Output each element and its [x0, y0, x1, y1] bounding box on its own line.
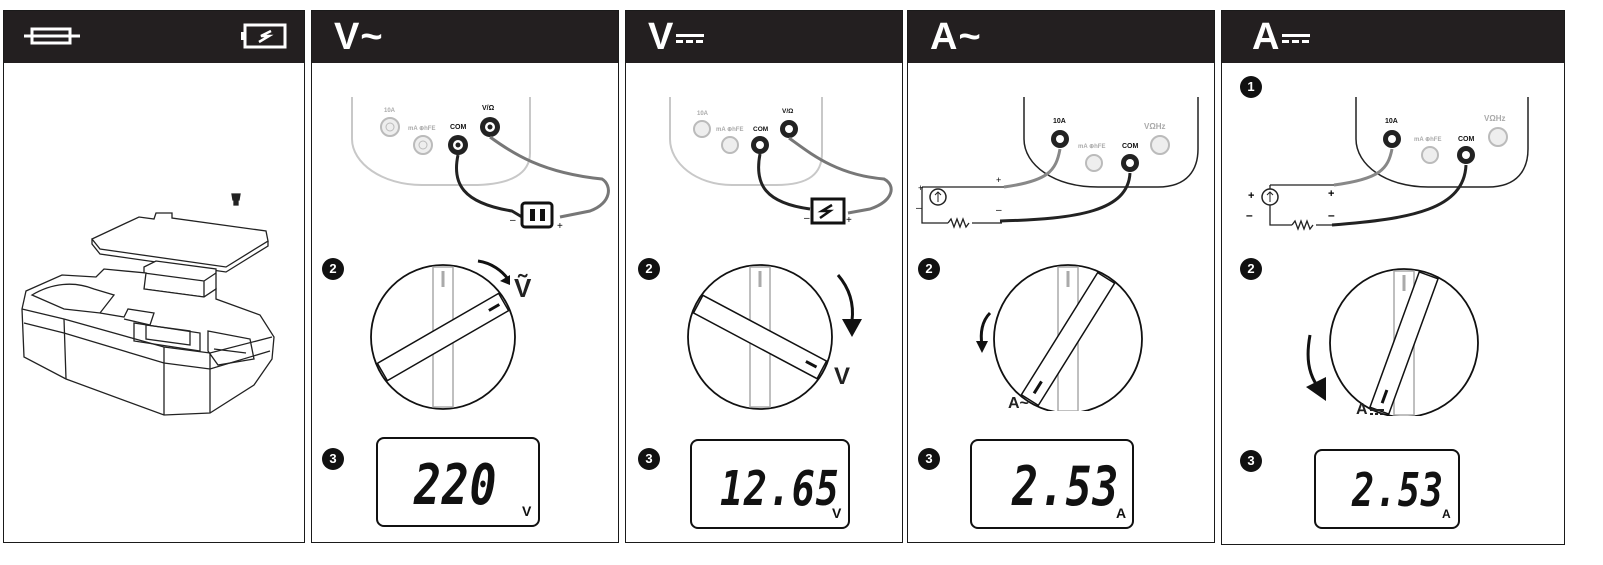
jack-volt-ohm-hz-label: VΩHz [1484, 114, 1506, 123]
dial-position-label: A~ [1008, 395, 1029, 412]
dial-position-label: A [1356, 401, 1368, 418]
probe-connection-illustration: 10A mA ⊕hFE COM V/Ω – + [351, 97, 610, 232]
lcd-display: 2.53 A [970, 439, 1134, 529]
jack-volt-ohm-label: V/Ω [782, 108, 793, 115]
svg-text:+: + [557, 221, 563, 232]
rotary-dial[interactable] [312, 241, 617, 411]
display-unit: A [1442, 507, 1451, 521]
step-2-badge: 2 [638, 258, 660, 280]
step-3-badge: 3 [322, 448, 344, 470]
display-value: 2.53 [1352, 463, 1444, 517]
circuit-connection-illustration: 10A mA ⊕hFE COM VΩHz + – + – [916, 97, 1199, 229]
battery-compartment-illustration [21, 193, 275, 416]
probe-connection-illustration: 10A mA ⊕hFE COM V/Ω – + [669, 97, 893, 226]
step-3-badge: 3 [1240, 450, 1262, 472]
svg-text:+: + [1248, 190, 1254, 202]
panel-ac-voltage: V~ 10A mA ⊕hFE COM V/Ω – + 2 Ṽ 3 220 V [311, 10, 619, 543]
step-2-badge: 2 [918, 258, 940, 280]
svg-text:+: + [1328, 188, 1334, 200]
circuit-connection-illustration: 10A mA ⊕hFE COM VΩHz + – + – [1246, 97, 1529, 231]
panel-header: A~ [908, 11, 1214, 63]
mode-label: V~ [334, 16, 384, 58]
step-2-badge: 2 [1240, 258, 1262, 280]
lcd-display: 2.53 A [1314, 449, 1460, 529]
panel-dc-voltage: V 10A mA ⊕hFE COM V/Ω – + 2 V 3 12.65 V [625, 10, 903, 543]
jack-volt-ohm-hz-label: VΩHz [1144, 122, 1166, 131]
rotary-dial[interactable] [626, 241, 901, 411]
jack-ma-label: mA ⊕hFE [716, 127, 743, 133]
jack-ma-label: mA ⊕hFE [1078, 144, 1105, 150]
step-2-badge: 2 [322, 258, 344, 280]
jack-ma-label: mA ⊕hFE [1414, 137, 1441, 143]
step-3-badge: 3 [638, 448, 660, 470]
mode-label: V [648, 16, 675, 58]
jack-10a-label: 10A [1385, 118, 1398, 125]
svg-text:–: – [996, 205, 1002, 216]
jack-volt-ohm-label: V/Ω [482, 105, 495, 112]
dc-symbol-icon [1370, 409, 1384, 415]
panel-ac-current: A~ 10A mA ⊕hFE COM VΩHz + – + – 2 A~ 3 2.5… [907, 10, 1215, 543]
jack-ma-label: mA ⊕hFE [408, 126, 435, 132]
jack-10a-label: 10A [384, 108, 396, 114]
panel-header: V [626, 11, 902, 63]
display-unit: A [1116, 505, 1127, 521]
display-unit: V [522, 503, 532, 519]
panel-dc-current: A 1 10A mA ⊕hFE COM VΩHz + – + – 2 A [1221, 10, 1565, 545]
panel-header [4, 11, 304, 63]
panel-header: A [1222, 11, 1564, 63]
dial-position-label: V [834, 363, 851, 390]
display-value: 220 [414, 453, 498, 518]
svg-text:–: – [804, 213, 810, 224]
svg-text:–: – [510, 215, 516, 226]
svg-text:+: + [918, 183, 923, 193]
fuse-icon [24, 27, 80, 45]
rotary-dial[interactable] [908, 241, 1213, 411]
svg-text:–: – [1246, 208, 1253, 222]
step-3-badge: 3 [918, 448, 940, 470]
svg-text:+: + [996, 175, 1001, 185]
jack-com-label: COM [1458, 136, 1475, 143]
svg-text:–: – [1328, 208, 1335, 222]
svg-text:+: + [846, 215, 852, 226]
jack-com-label: COM [753, 126, 768, 133]
svg-text:–: – [916, 203, 922, 214]
jack-10a-label: 10A [1053, 118, 1066, 125]
display-unit: V [832, 505, 842, 521]
lcd-display: 12.65 V [690, 439, 850, 529]
dc-symbol-icon [1282, 34, 1310, 43]
panel-header: V~ [312, 11, 618, 63]
lcd-display: 220 V [376, 437, 540, 527]
display-value: 2.53 [1012, 455, 1120, 518]
step-1-badge: 1 [1240, 76, 1262, 98]
mode-label: A [1252, 16, 1281, 58]
rotary-dial[interactable] [1222, 241, 1562, 416]
panel-battery-fuse [3, 10, 305, 543]
battery-icon [241, 23, 287, 49]
jack-com-label: COM [450, 124, 467, 131]
jack-10a-label: 10A [697, 111, 709, 117]
dial-position-label: Ṽ [514, 273, 532, 303]
display-value: 12.65 [720, 461, 840, 517]
mode-label: A~ [930, 16, 982, 58]
dc-symbol-icon [676, 34, 704, 43]
jack-com-label: COM [1122, 143, 1139, 150]
